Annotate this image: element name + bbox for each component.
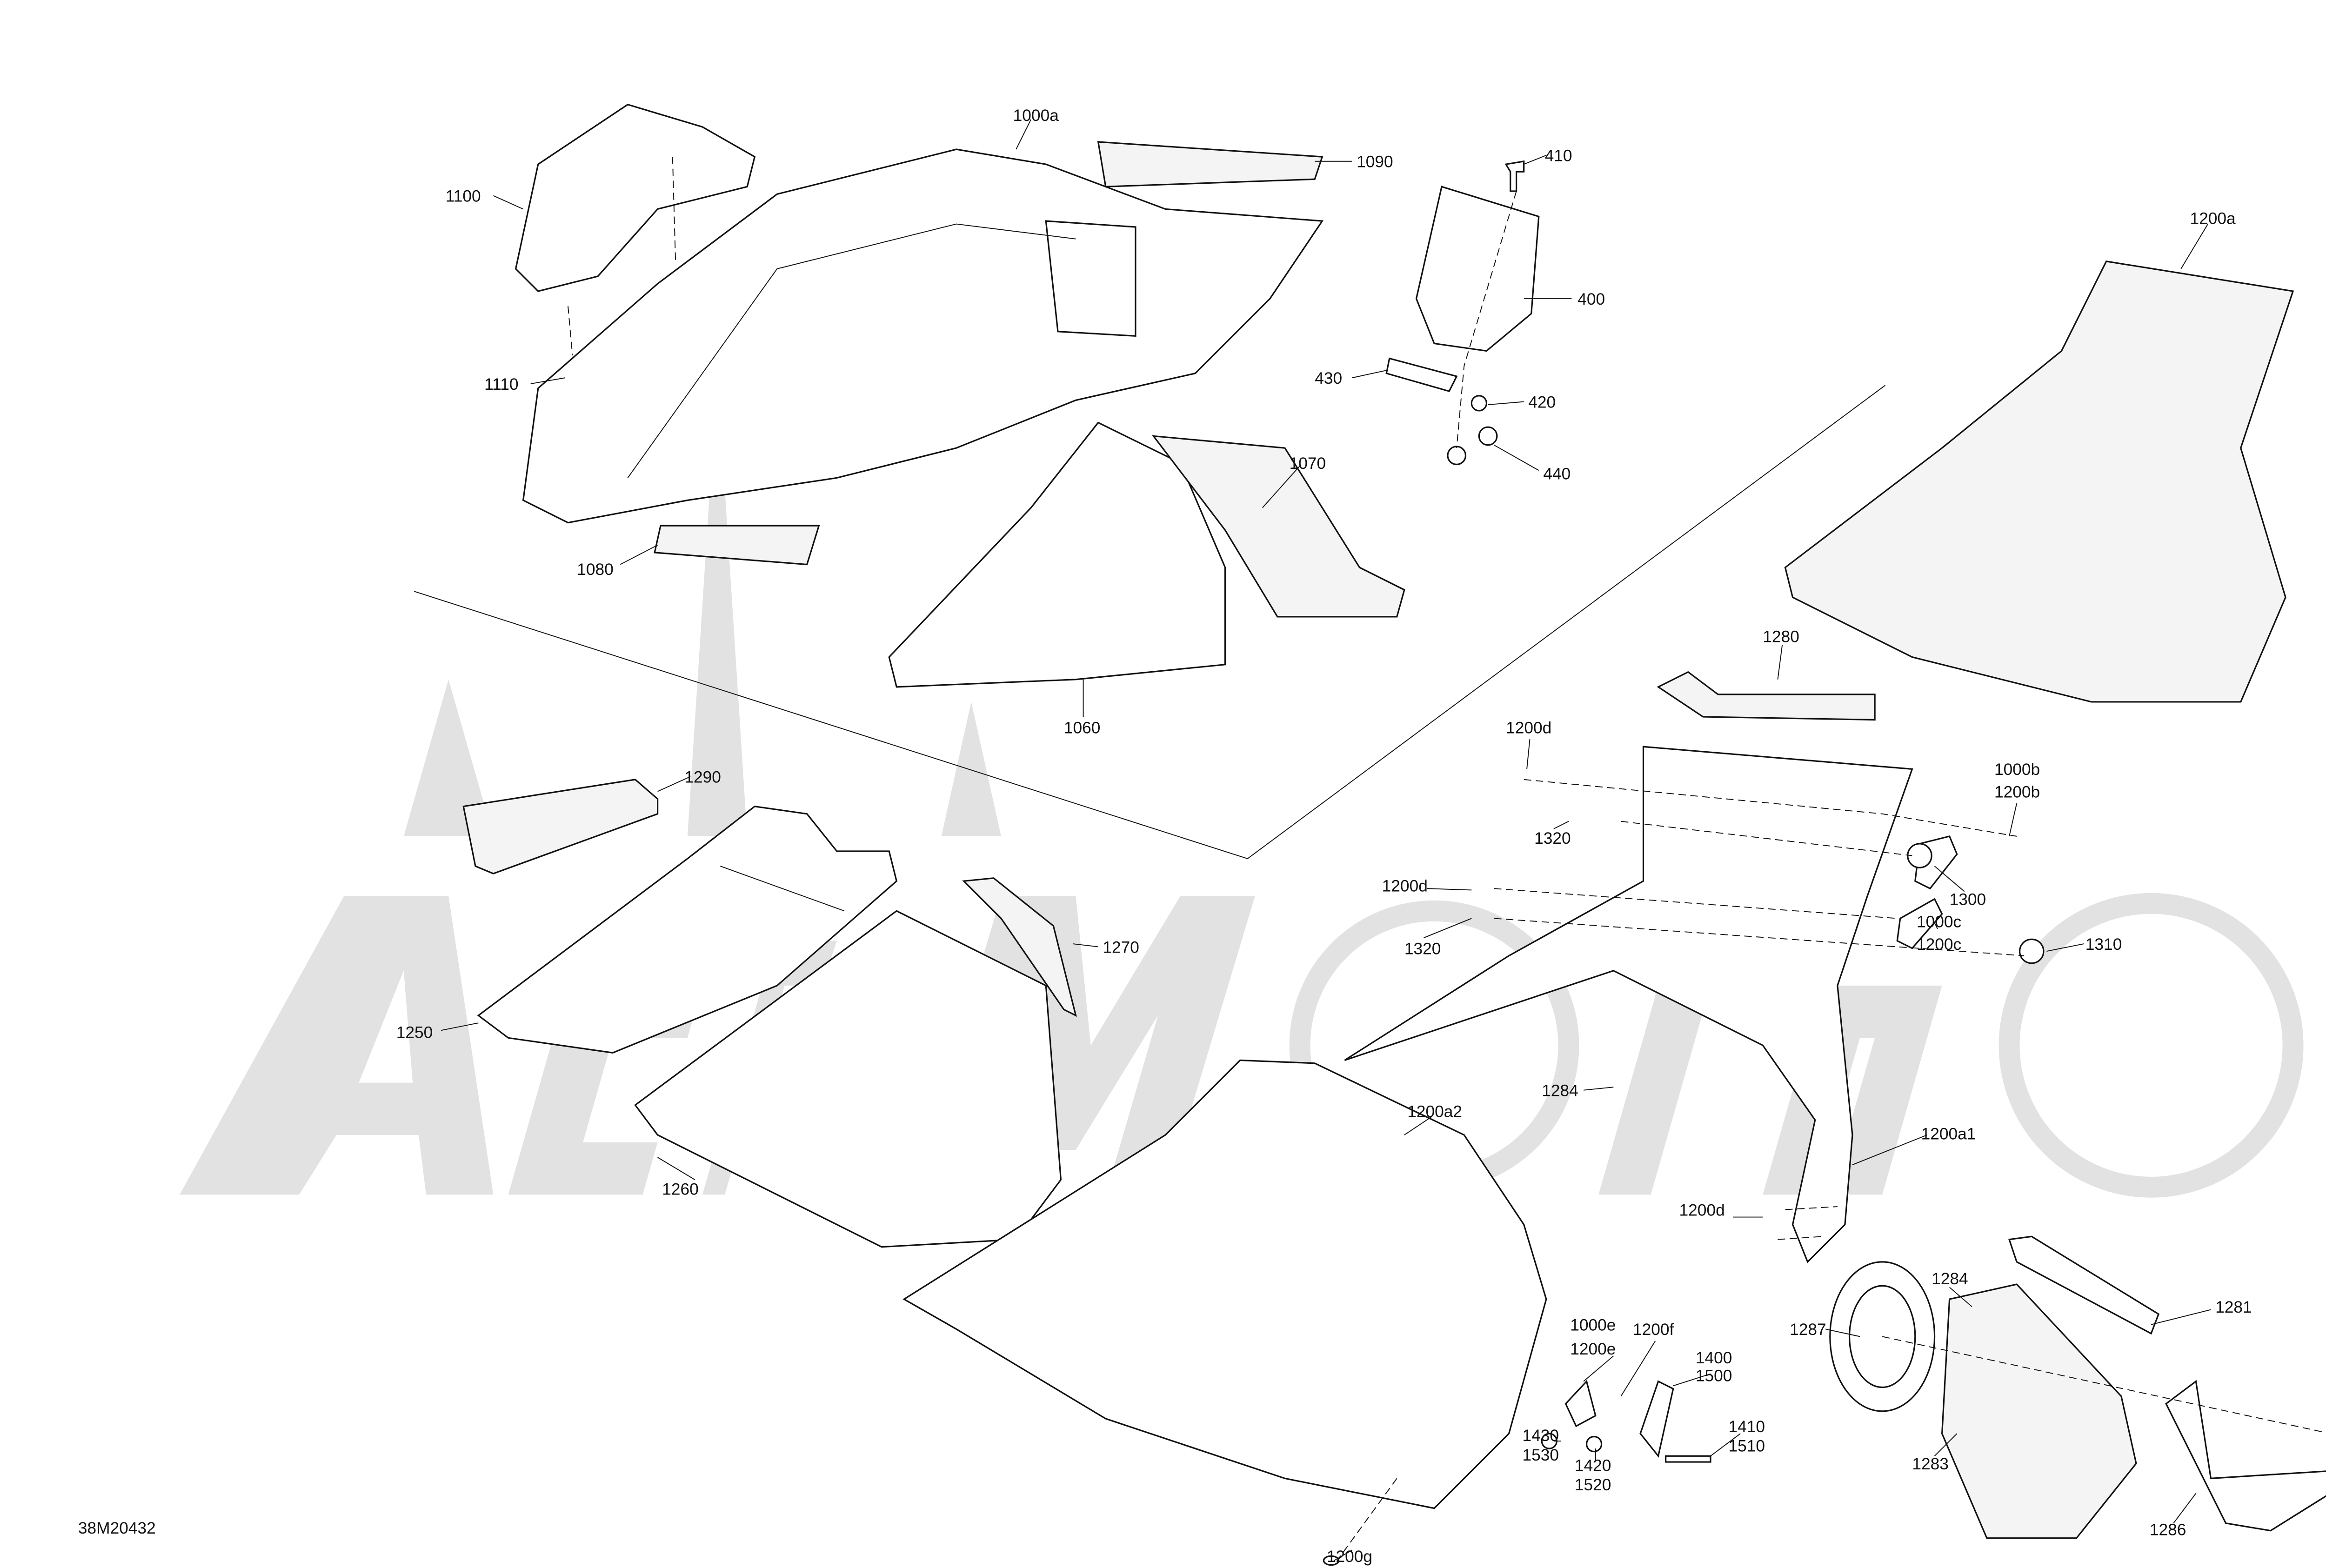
callout-440: 440 — [1543, 465, 1571, 483]
callout-1400: 1400 — [1696, 1349, 1732, 1367]
trim-1090 — [1097, 141, 1323, 187]
callout-1090: 1090 — [1357, 153, 1393, 171]
callout-1320: 1320 — [1534, 829, 1571, 847]
callout-1000c: 1000c — [1917, 913, 1961, 931]
assembly-lines — [568, 157, 2326, 1561]
latch-1400 — [1639, 1380, 1674, 1458]
callout-1530: 1530 — [1522, 1446, 1559, 1464]
callout-1200c: 1200c — [1917, 935, 1961, 954]
washer-1200g — [1323, 1555, 1340, 1566]
callout-1286: 1286 — [2150, 1521, 2186, 1539]
front-fascia-1000a — [522, 148, 1324, 524]
callout-1000b: 1000b — [1994, 761, 2040, 779]
callout-1000a: 1000a — [1013, 107, 1059, 125]
grommet-1300 — [1907, 843, 1932, 868]
callout-1520: 1520 — [1575, 1476, 1611, 1494]
washer-1420 — [1585, 1435, 1603, 1453]
callout-1200f: 1200f — [1633, 1321, 1674, 1339]
callout-1283: 1283 — [1912, 1455, 1949, 1473]
callout-1310: 1310 — [2085, 935, 2122, 954]
callout-1290: 1290 — [684, 768, 721, 786]
plate-430 — [1385, 357, 1458, 393]
callout-1500: 1500 — [1696, 1367, 1732, 1385]
callout-1287: 1287 — [1790, 1321, 1826, 1339]
callout-1300: 1300 — [1950, 891, 1986, 909]
callout-1284: 1284 — [1542, 1081, 1578, 1100]
side-panel-1200a1 — [1344, 746, 1913, 1263]
panel-1060 — [888, 421, 1226, 688]
callout-1270: 1270 — [1103, 938, 1139, 956]
callout-1250: 1250 — [396, 1023, 433, 1041]
grommet-1310 — [2019, 938, 2045, 964]
callout-1060: 1060 — [1064, 719, 1101, 737]
callout-1200g: 1200g — [1327, 1548, 1372, 1566]
panel-1260 — [634, 910, 1062, 1248]
callout-1510: 1510 — [1729, 1437, 1765, 1455]
callout-1200d: 1200d — [1679, 1201, 1725, 1219]
callout-430: 430 — [1315, 369, 1342, 387]
callout-410: 410 — [1545, 147, 1572, 165]
callout-1200e: 1200e — [1570, 1340, 1616, 1358]
foam-1290 — [462, 779, 659, 874]
callout-1200d: 1200d — [1382, 877, 1428, 895]
callout-1281: 1281 — [2215, 1298, 2252, 1316]
callout-1284: 1284 — [1932, 1270, 1968, 1288]
bracket-1100 — [515, 103, 756, 292]
bracket-400 — [1415, 186, 1540, 352]
cover-1200a — [1784, 260, 2294, 703]
callout-1200a2: 1200a2 — [1407, 1102, 1462, 1121]
nut-440a — [1478, 426, 1498, 446]
leader-lines — [441, 119, 2211, 1561]
vent-1000c — [1896, 898, 1943, 949]
callout-1260: 1260 — [662, 1180, 699, 1198]
callout-1070: 1070 — [1290, 454, 1326, 473]
callout-1410: 1410 — [1729, 1418, 1765, 1436]
latch-1000e — [1564, 1380, 1597, 1428]
callout-1280: 1280 — [1763, 628, 1799, 646]
callout-420: 420 — [1528, 393, 1556, 411]
housing-1283 — [1941, 1283, 2137, 1539]
callout-1200b: 1200b — [1994, 783, 2040, 801]
callout-labels: 1000a 1090 410 1100 1200a 400 1110 430 4… — [78, 107, 2252, 1566]
trim-1270 — [962, 877, 1077, 1017]
callout-1200a1: 1200a1 — [1921, 1125, 1976, 1143]
trim-1280 — [1657, 671, 1876, 721]
callout-1080: 1080 — [577, 560, 614, 579]
callout-400: 400 — [1577, 290, 1605, 308]
callout-1320: 1320 — [1404, 940, 1441, 958]
screw-1410 — [1665, 1455, 1711, 1463]
section-divider — [414, 385, 1886, 860]
callout-1420: 1420 — [1575, 1456, 1611, 1475]
callout-1100: 1100 — [446, 187, 481, 205]
callout-1430: 1430 — [1522, 1427, 1559, 1445]
callout-1000e: 1000e — [1570, 1316, 1616, 1334]
callout-1110: 1110 — [484, 375, 518, 394]
diagram-id: 38M20432 — [78, 1519, 156, 1537]
screw-410 — [1504, 160, 1525, 192]
nut-420 — [1470, 395, 1488, 412]
side-panel-1200a2 — [902, 1059, 1547, 1509]
callout-1200a: 1200a — [2190, 210, 2236, 228]
nut-440b — [1447, 446, 1467, 466]
trim-1080 — [654, 525, 820, 566]
trim-1286 — [2165, 1380, 2326, 1532]
callout-1200d: 1200d — [1506, 719, 1551, 737]
panel-1070 — [1151, 435, 1405, 618]
panel-1250 — [477, 805, 898, 1054]
